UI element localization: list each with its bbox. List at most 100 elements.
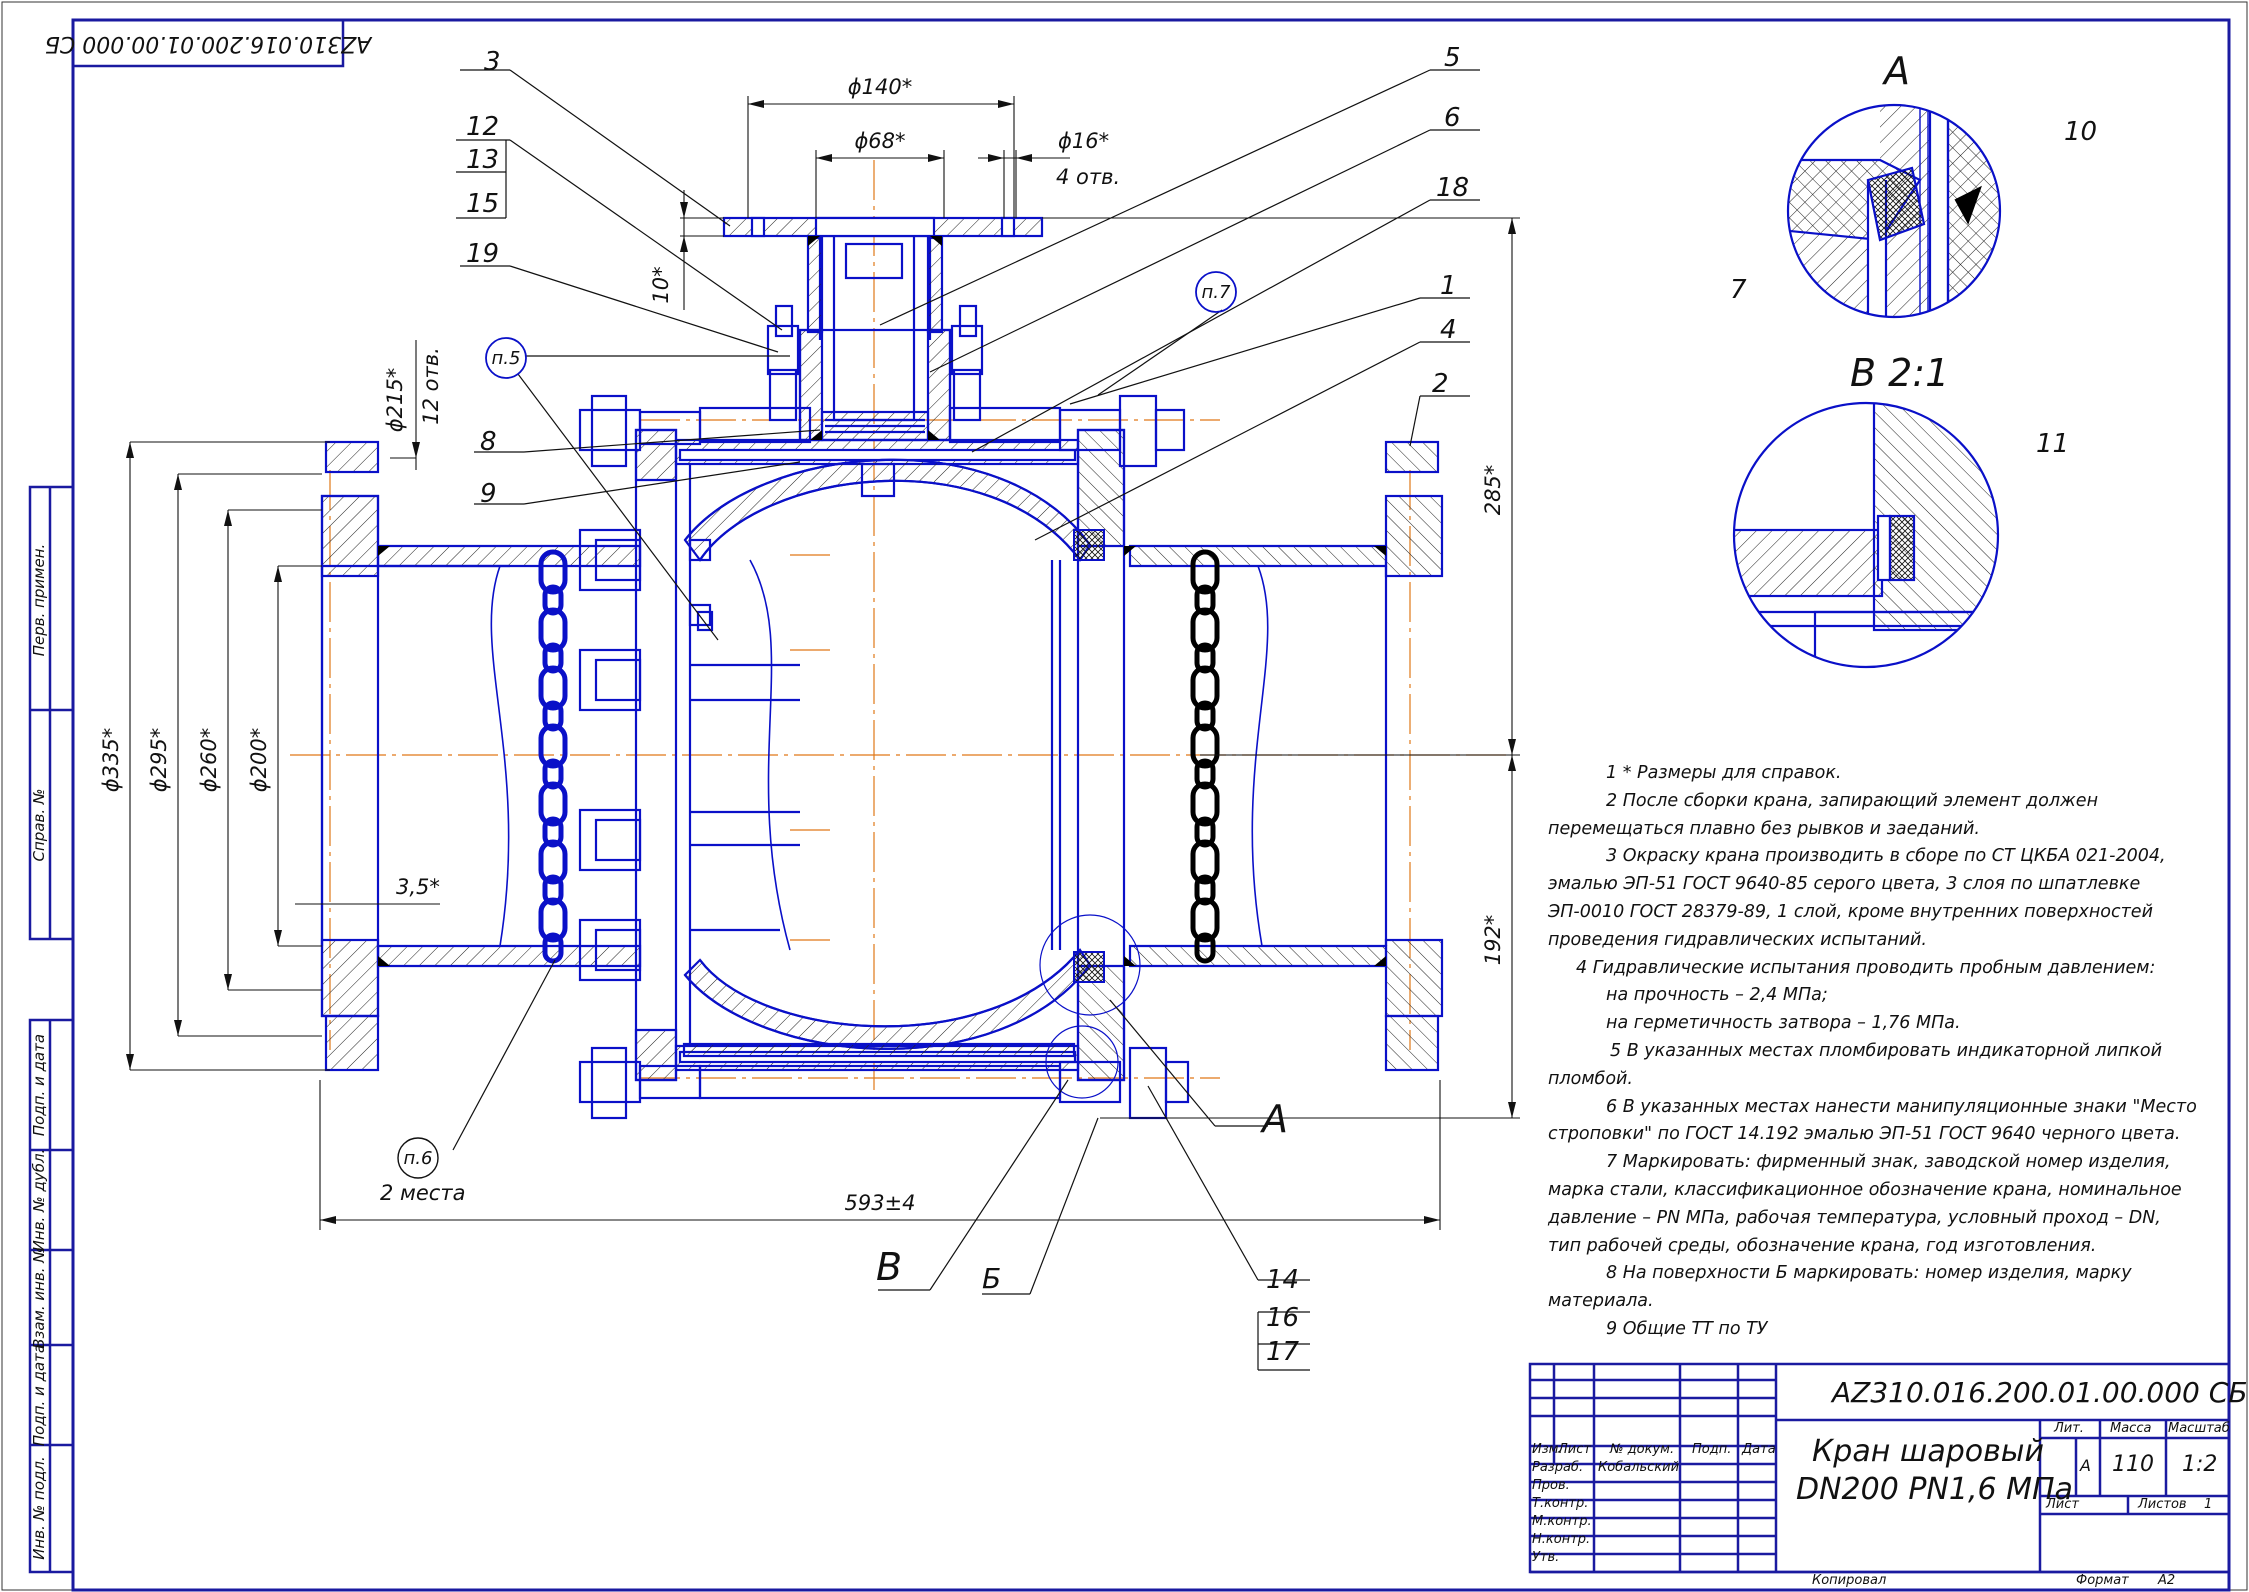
dim-d140: ϕ140*: [848, 75, 912, 99]
col-izm: Изм.: [1532, 1442, 1563, 1457]
detail-a-title: А: [1881, 49, 1910, 93]
note-line: марка стали, классификационное обозначен…: [1548, 1179, 2182, 1200]
rotated-doc-code-box: AZ310.016.200.01.00.000 СБ: [45, 18, 374, 68]
title-block-grid: [1528, 1362, 2231, 1574]
dim-d335: ϕ335*: [99, 728, 123, 792]
stamp-podp-data1: Подп. и дата: [30, 1034, 48, 1136]
title-line2: DN200 PN1,6 МПа: [1796, 1472, 2073, 1507]
part-6: 6: [1444, 103, 1461, 133]
note-line: эмалью ЭП-51 ГОСТ 9640-85 серого цвета, …: [1548, 874, 2141, 895]
note-ref-6: п.6: [404, 1148, 433, 1169]
part-12: 12: [466, 112, 499, 142]
callout-a: А: [1259, 1097, 1288, 1141]
note-line: на герметичность затвора – 1,76 МПа.: [1606, 1013, 1961, 1034]
dim-d260: ϕ260*: [197, 728, 221, 792]
part-18: 18: [1436, 173, 1469, 203]
dim-h285: 285*: [1481, 465, 1505, 516]
note-line: 5 В указанных местах пломбировать индика…: [1610, 1040, 2162, 1061]
detail-b-view: [1732, 401, 2000, 669]
note-line: 9 Общие ТТ по ТУ: [1606, 1318, 1768, 1339]
part-3: 3: [484, 47, 501, 77]
col-list: Лист: [1558, 1442, 1591, 1457]
listov-value: 1: [2204, 1497, 2213, 1512]
col-podp: Подп.: [1692, 1442, 1732, 1457]
dim-d215: ϕ215*: [383, 368, 407, 432]
side-stamp-labels: Перв. примен. Справ. № Подп. и дата Инв.…: [30, 544, 48, 1560]
leader-lines: [397, 69, 1480, 1371]
part-15: 15: [466, 189, 499, 219]
rotated-doc-code: AZ310.016.200.01.00.000 СБ: [45, 31, 374, 56]
format-label: Формат: [2076, 1573, 2129, 1588]
note-line: тип рабочей среды, обозначение крана, го…: [1548, 1235, 2097, 1256]
note-line: 4 Гидравлические испытания проводить про…: [1576, 957, 2156, 978]
part-4: 4: [1440, 315, 1457, 345]
massa-value: 110: [2112, 1452, 2154, 1477]
note-line: проведения гидравлических испытаний.: [1548, 929, 1927, 950]
massa-label: Масса: [2110, 1421, 2152, 1436]
note-line: перемещаться плавно без рывков и заедани…: [1548, 818, 1980, 839]
dim-d295: ϕ295*: [147, 728, 171, 792]
lit-value: А: [2080, 1456, 2091, 1475]
part-11: 11: [2036, 429, 2069, 459]
dimension-lines: [129, 96, 1520, 1230]
note-ref-7: п.7: [1202, 282, 1231, 303]
part-5: 5: [1444, 43, 1461, 73]
row-razrab: Разраб.: [1532, 1460, 1584, 1475]
stamp-vzam-inv: Взам. инв. №: [30, 1247, 48, 1349]
note-line: 2 После сборки крана, запирающий элемент…: [1606, 790, 2099, 811]
technical-notes: 1 * Размеры для справок. 2 После сборки …: [1548, 760, 2197, 1344]
dim-holes4: 4 отв.: [1056, 165, 1120, 189]
dim-two-places: 2 места: [380, 1181, 465, 1205]
lit-label: Лит.: [2054, 1421, 2084, 1436]
dim-h10: 10*: [649, 266, 673, 303]
row-tkontr: Т.контр.: [1532, 1496, 1589, 1511]
note-refs: п.5 п.7 п.6: [404, 282, 1231, 1169]
dim-holes12: 12 отв.: [419, 347, 443, 425]
part-14: 14: [1266, 1265, 1299, 1295]
note-line: на прочность – 2,4 МПа;: [1606, 985, 1828, 1006]
part-16: 16: [1266, 1303, 1299, 1333]
stamp-podp-data2: Подп. и дата: [30, 1344, 48, 1446]
note-line: ЭП-0010 ГОСТ 28379-89, 1 слой, кроме вну…: [1548, 901, 2153, 922]
title-doc-code: AZ310.016.200.01.00.000 СБ: [1832, 1376, 2248, 1409]
note-line: пломбой.: [1548, 1068, 1633, 1089]
razrab-name: Кобальский: [1598, 1460, 1680, 1475]
view-callouts: А В Б А В 2:1: [876, 49, 1949, 1295]
dim-d200: ϕ200*: [247, 728, 271, 792]
welds: [378, 236, 1386, 966]
note-line: 6 В указанных местах нанести манипуляцио…: [1606, 1096, 2197, 1117]
callout-b: В: [876, 1245, 902, 1289]
detail-b-title: В 2:1: [1850, 351, 1949, 395]
note-ref-5: п.5: [492, 348, 521, 369]
part-13: 13: [466, 145, 499, 175]
part-1: 1: [1440, 271, 1457, 301]
row-nkontr: Н.контр.: [1532, 1532, 1591, 1547]
note-line: материала.: [1548, 1291, 1654, 1312]
part-9: 9: [480, 479, 497, 509]
dim-h192: 192*: [1481, 915, 1505, 966]
dimension-arrows: [126, 100, 1516, 1224]
chain-left: [538, 549, 568, 964]
dim-d35: 3,5*: [396, 875, 440, 899]
list-label: Лист: [2046, 1497, 2079, 1512]
stamp-inv-dubl: Инв. № дубл.: [30, 1149, 48, 1252]
row-utv: Утв.: [1532, 1550, 1560, 1565]
valve-section: [320, 216, 1444, 1120]
format-value: А2: [2158, 1573, 2176, 1588]
dim-d16: ϕ16*: [1058, 129, 1109, 153]
stamp-inv-podl: Инв. № подл.: [30, 1456, 48, 1559]
part-17: 17: [1266, 1337, 1300, 1367]
listov-label: Листов: [2138, 1497, 2187, 1512]
row-mkontr: М.контр.: [1532, 1514, 1592, 1529]
masshtab-label: Масштаб: [2168, 1421, 2230, 1436]
stamp-sprav-no: Справ. №: [30, 789, 48, 862]
part-19: 19: [466, 239, 499, 269]
kopiroval: Копировал: [1812, 1573, 1887, 1588]
part-10: 10: [2064, 117, 2097, 147]
masshtab-value: 1:2: [2182, 1452, 2218, 1477]
part-numbers: 3 12 13 15 19 8 9 5 6 18 1 4 2 14 16 17 …: [466, 43, 2097, 1367]
note-line: 3 Окраску крана производить в сборе по С…: [1606, 846, 2166, 867]
col-data: Дата: [1742, 1442, 1776, 1457]
detail-a-view: [1786, 103, 2002, 319]
